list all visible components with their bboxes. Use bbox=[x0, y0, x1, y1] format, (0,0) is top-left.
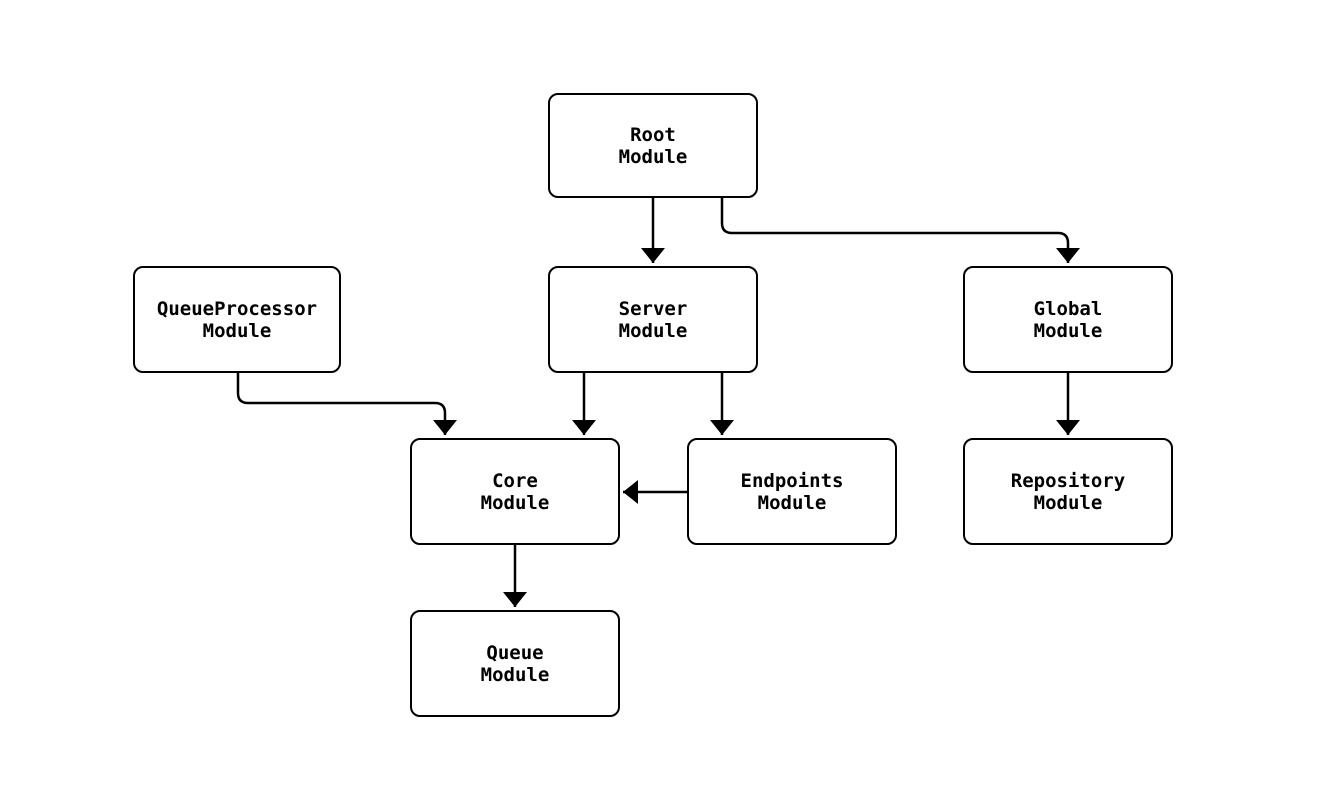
node-queue-module-label: Queue Module bbox=[480, 641, 550, 686]
node-core-module: Core Module bbox=[410, 438, 620, 545]
node-queueprocessor-module: QueueProcessor Module bbox=[133, 266, 341, 373]
node-root-module-label: Root Module bbox=[618, 123, 688, 168]
node-queueprocessor-module-label: QueueProcessor Module bbox=[156, 297, 318, 342]
node-global-module-label: Global Module bbox=[1033, 297, 1103, 342]
edge-queueprocessor-to-core bbox=[236, 372, 457, 435]
node-repository-module: Repository Module bbox=[963, 438, 1173, 545]
node-server-module-label: Server Module bbox=[618, 297, 688, 342]
node-global-module: Global Module bbox=[963, 266, 1173, 373]
node-queue-module: Queue Module bbox=[410, 610, 620, 717]
node-server-module: Server Module bbox=[548, 266, 758, 373]
node-root-module: Root Module bbox=[548, 93, 758, 198]
edge-root-to-global bbox=[720, 197, 1080, 263]
node-core-module-label: Core Module bbox=[480, 469, 550, 514]
node-endpoints-module-label: Endpoints Module bbox=[740, 469, 844, 514]
node-endpoints-module: Endpoints Module bbox=[687, 438, 897, 545]
node-repository-module-label: Repository Module bbox=[1010, 469, 1126, 514]
